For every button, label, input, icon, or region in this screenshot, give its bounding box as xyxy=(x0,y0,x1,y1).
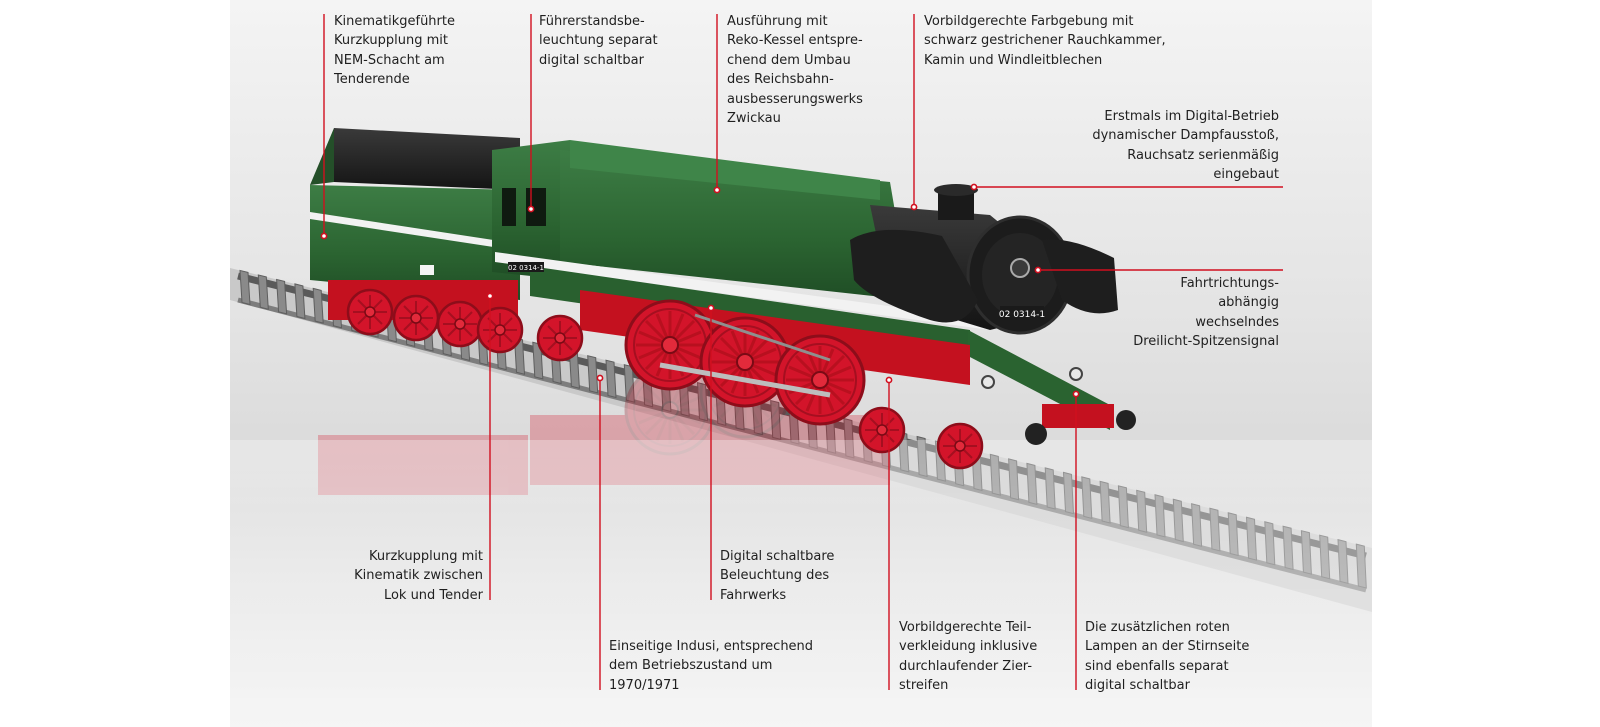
leader-lines xyxy=(320,14,1283,690)
annotation-kurzkupplung-lok-tender: Kurzkupplung mit Kinematik zwischen Lok … xyxy=(354,549,483,603)
product-diagram: 02 0314-1 02 0314-1 xyxy=(230,0,1372,727)
track-sleeper xyxy=(312,287,324,324)
annotation-farbgebung: Vorbildgerechte Farbgebung mit schwarz g… xyxy=(924,14,1166,68)
annotation-dampfausstoss: Erstmals im Digital-Betrieb dynamischer … xyxy=(1092,109,1279,183)
tender xyxy=(310,128,524,354)
annotation-indusi: Einseitige Indusi, entsprechend dem Betr… xyxy=(609,639,814,693)
annotation-teilverkleidung: Vorbildgerechte Teil- verkleidung inklus… xyxy=(899,620,1038,694)
annotation-fahrwerk-beleuchtung: Digital schaltbare Beleuchtung des Fahrw… xyxy=(720,549,835,603)
cab-number-plate: 02 0314-1 xyxy=(508,264,544,272)
annotation-kurzkupplung-tender: Kinematikgeführte Kurzkupplung mit NEM-S… xyxy=(334,14,455,88)
track-sleeper xyxy=(276,278,288,315)
annotation-spitzensignal: Fahrtrichtungs- abhängig wechselndes Dre… xyxy=(1133,276,1279,350)
annotation-reko-kessel: Ausführung mit Reko-Kessel entspre- chen… xyxy=(727,14,863,127)
track-sleeper xyxy=(587,355,599,394)
track-sleeper xyxy=(239,269,251,306)
track-sleeper xyxy=(605,359,617,399)
track-sleeper xyxy=(257,274,269,310)
track-sleeper xyxy=(294,283,306,320)
locomotive-number-plate: 02 0314-1 xyxy=(999,310,1045,320)
locomotive-illustration: 02 0314-1 02 0314-1 xyxy=(230,14,1372,727)
annotation-fuehrerstand-beleuchtung: Führerstandsbe- leuchtung separat digita… xyxy=(539,14,658,68)
annotation-rote-lampen: Die zusätzlichen roten Lampen an der Sti… xyxy=(1085,620,1250,694)
